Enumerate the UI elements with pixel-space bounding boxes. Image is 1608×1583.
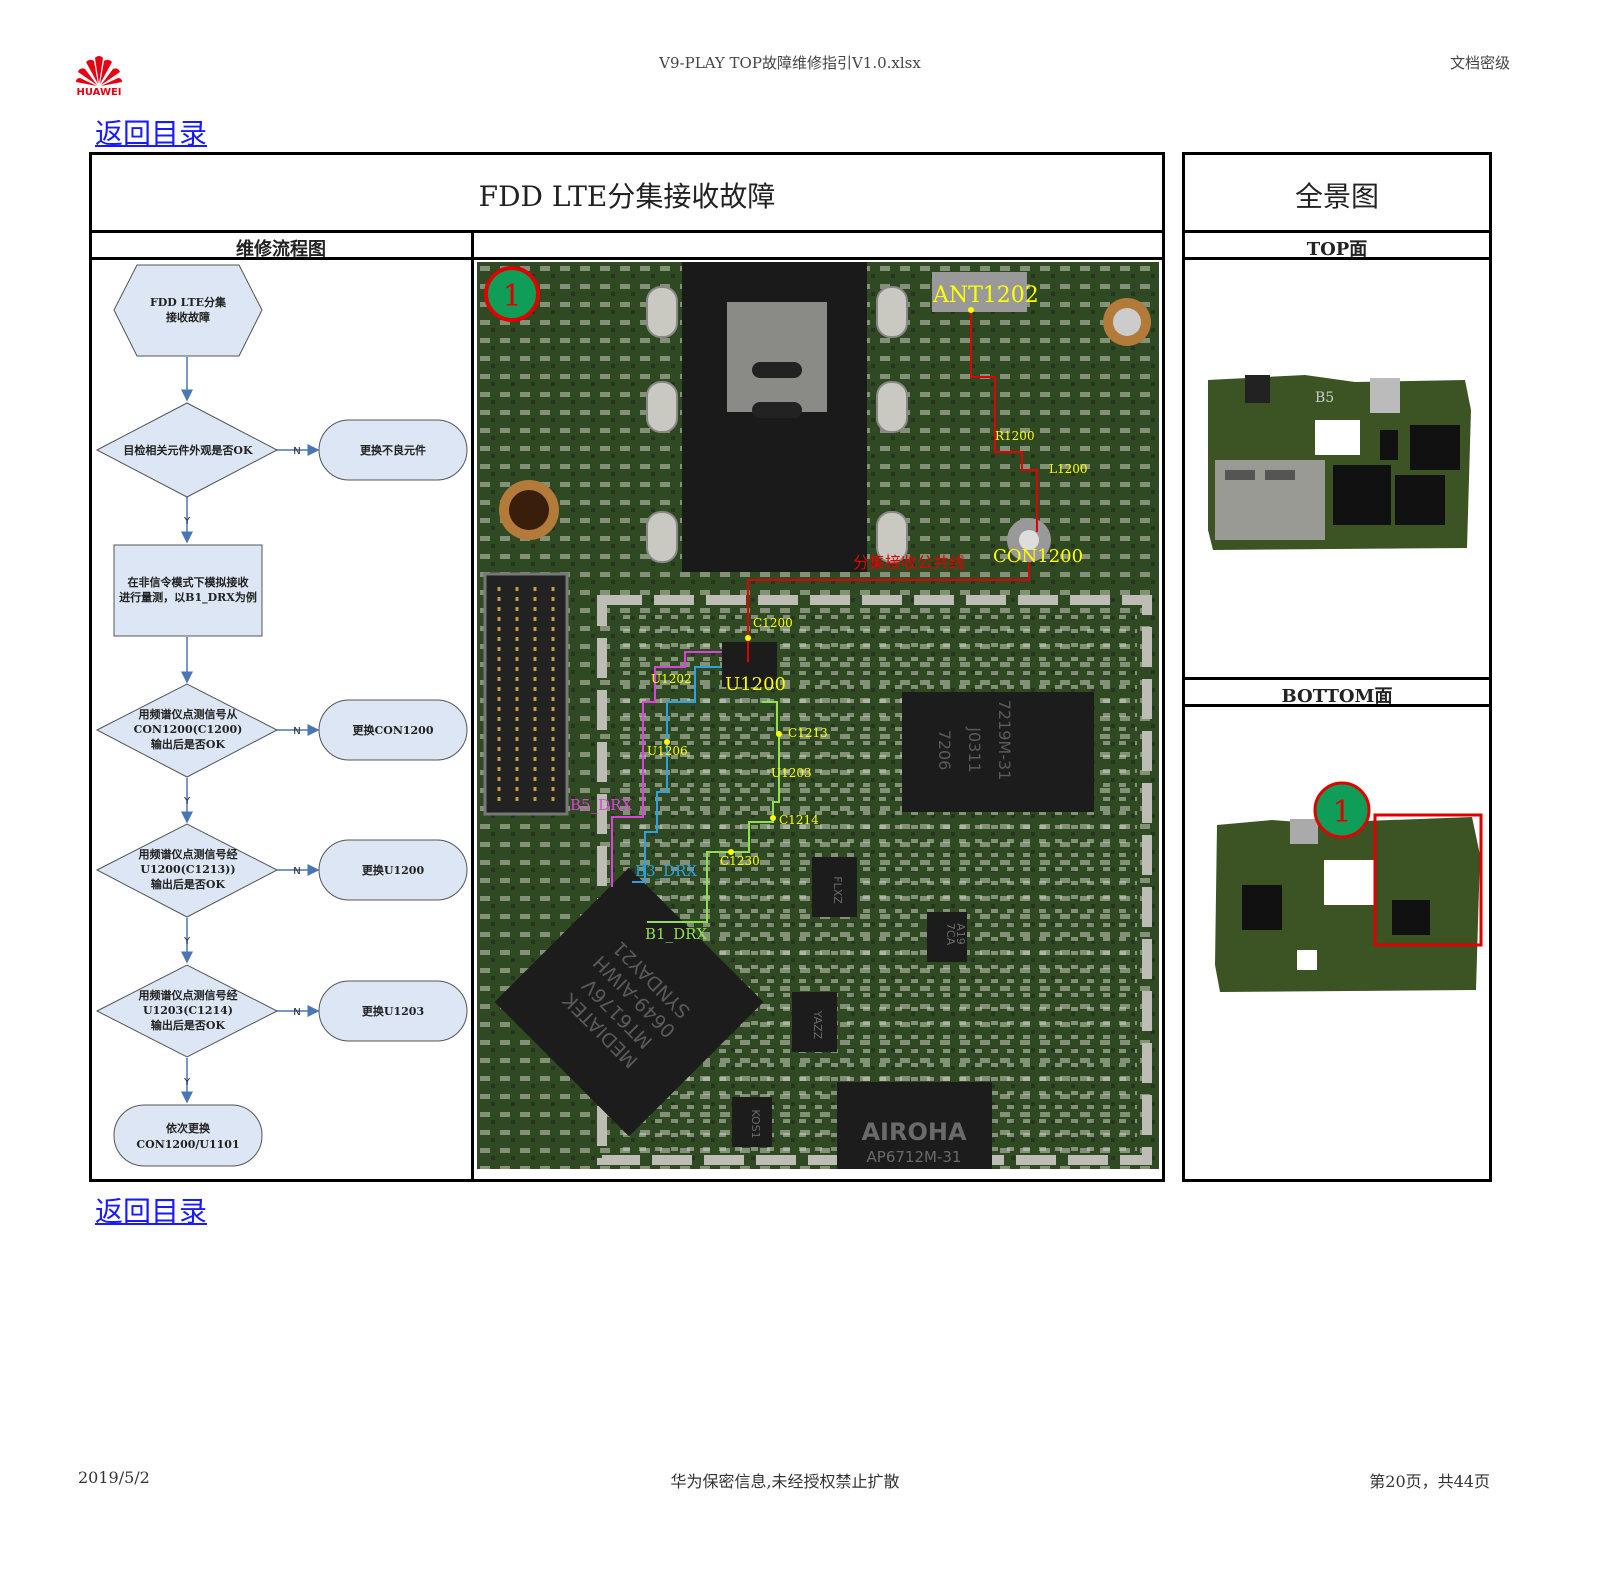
bottom-board-image: 1 (1215, 781, 1483, 992)
divider (1182, 704, 1492, 707)
decision-4-label: 输出后是否OK (151, 1018, 226, 1032)
flow-header: 维修流程图 (236, 239, 326, 260)
pcb-label: B1_DRX (645, 925, 707, 943)
top-board-image: B5 (1208, 375, 1471, 550)
start-label: 接收故障 (166, 310, 210, 324)
pcb-label: R1200 (995, 429, 1035, 443)
decision-3-label: U1200(C1213)) (140, 863, 235, 876)
pcb-label: C1214 (779, 813, 819, 827)
decision-2 (95, 683, 279, 778)
chip-label: YAZZ (811, 1010, 824, 1040)
pcb-label: U1203 (771, 766, 812, 780)
pcb-label: C1213 (788, 726, 828, 740)
process-1-label: 在非信令模式下模拟接收 (128, 575, 249, 589)
pcb-label: C1230 (720, 854, 760, 868)
divider (471, 230, 474, 1182)
action-1 (318, 419, 468, 481)
chip-label: KOS1 (749, 1109, 762, 1138)
end-label: CON1200/U1101 (136, 1138, 239, 1151)
decision-2-label: CON1200(C1200) (134, 723, 243, 736)
marker-label: 1 (1332, 795, 1351, 830)
chip-label: 7CA (944, 923, 957, 946)
end-node (113, 1104, 263, 1167)
file-title: V9-PLAY TOP故障维修指引V1.0.xlsx (659, 54, 921, 72)
no-label: N (293, 1007, 300, 1018)
decision-3-label: 输出后是否OK (151, 877, 226, 891)
no-label: N (293, 726, 300, 737)
huawei-logo: HUAWEI (72, 50, 126, 100)
action-3-label: 更换U1200 (362, 863, 425, 877)
marker-label: 1 (502, 279, 521, 314)
main-title: FDD LTE分集接收故障 (478, 180, 776, 213)
pcb-label: U1206 (647, 744, 688, 758)
process-1-label: 进行量测，以B1_DRX为例 (119, 590, 257, 605)
chip-label: AP6712M-31 (867, 1148, 962, 1166)
decision-3 (95, 823, 279, 918)
main-panel (89, 152, 1165, 1182)
board-text: B5 (1315, 390, 1334, 406)
yes-label: Y (183, 1077, 191, 1088)
back-to-toc-link-bottom[interactable]: 返回目录 (95, 1195, 208, 1228)
chip-label: J0311 (965, 726, 984, 772)
chip-label: AIROHA (861, 1118, 966, 1146)
decision-3-label: 用频谱仪点测信号经 (139, 847, 238, 861)
footer-date: 2019/5/2 (78, 1468, 150, 1487)
yes-label: Y (183, 516, 191, 527)
bottom-label: BOTTOM面 (1281, 686, 1393, 707)
decision-4 (95, 964, 279, 1058)
chip-label: 7206 (935, 730, 954, 771)
pcb-label: 分集接收公共线 (853, 553, 965, 572)
decision-1-label: 目检相关元件外观是否OK (123, 443, 253, 457)
huawei-flower-icon (76, 56, 122, 86)
chip-label: 7219M-31 (995, 700, 1014, 781)
divider (1182, 230, 1492, 233)
pcb-photo: MEDIATEK MT6176V 0649-AIWH SYNDAY21 7219… (477, 262, 1159, 1169)
action-1-label: 更换不良元件 (360, 443, 426, 457)
divider (1182, 677, 1492, 680)
decision-4-label: 用频谱仪点测信号经 (139, 988, 238, 1002)
no-label: N (293, 866, 300, 877)
top-label: TOP面 (1306, 239, 1368, 260)
divider (89, 257, 1165, 260)
decision-2-label: 输出后是否OK (151, 737, 226, 751)
action-2-label: 更换CON1200 (352, 723, 433, 737)
pcb-label: L1200 (1049, 462, 1088, 476)
yes-label: Y (183, 936, 191, 947)
flowchart: FDD LTE分集 接收故障 目检相关元件外观是否OK 更换不良元件 在非信令模… (95, 264, 468, 1167)
pcb-label: U1202 (651, 672, 692, 686)
action-4-label: 更换U1203 (362, 1004, 424, 1018)
brand-name: HUAWEI (76, 87, 122, 98)
pcb-label: B3_DRX (635, 862, 697, 880)
chip-label: A19 (954, 923, 967, 945)
action-2 (318, 699, 468, 761)
start-label: FDD LTE分集 (150, 295, 227, 309)
decision-1 (95, 402, 279, 498)
pcb-label: ANT1202 (932, 283, 1039, 308)
pcb-label: CON1200 (993, 546, 1083, 567)
panorama-panel (1182, 152, 1492, 1182)
back-to-toc-link-top[interactable]: 返回目录 (95, 117, 208, 150)
panorama-title: 全景图 (1294, 180, 1379, 213)
footer-page: 第20页，共44页 (1369, 1472, 1490, 1491)
chip-label: FLXZ (831, 876, 844, 904)
footer-notice: 华为保密信息,未经授权禁止扩散 (670, 1472, 900, 1491)
action-4 (318, 980, 468, 1042)
decision-4-label: U1203(C1214) (143, 1004, 233, 1017)
classification: 文档密级 (1449, 54, 1510, 72)
action-3 (318, 839, 468, 901)
pcb-label: U1200 (725, 674, 786, 695)
pcb-label: B5_DRX (570, 796, 632, 814)
divider (89, 230, 1165, 233)
divider (1182, 257, 1492, 260)
start-node (113, 264, 263, 357)
decision-2-label: 用频谱仪点测信号从 (139, 707, 238, 721)
yes-label: Y (183, 796, 191, 807)
pcb-label: C1200 (753, 616, 793, 630)
end-label: 依次更换 (166, 1121, 211, 1135)
no-label: N (293, 446, 300, 457)
process-1 (113, 544, 263, 637)
